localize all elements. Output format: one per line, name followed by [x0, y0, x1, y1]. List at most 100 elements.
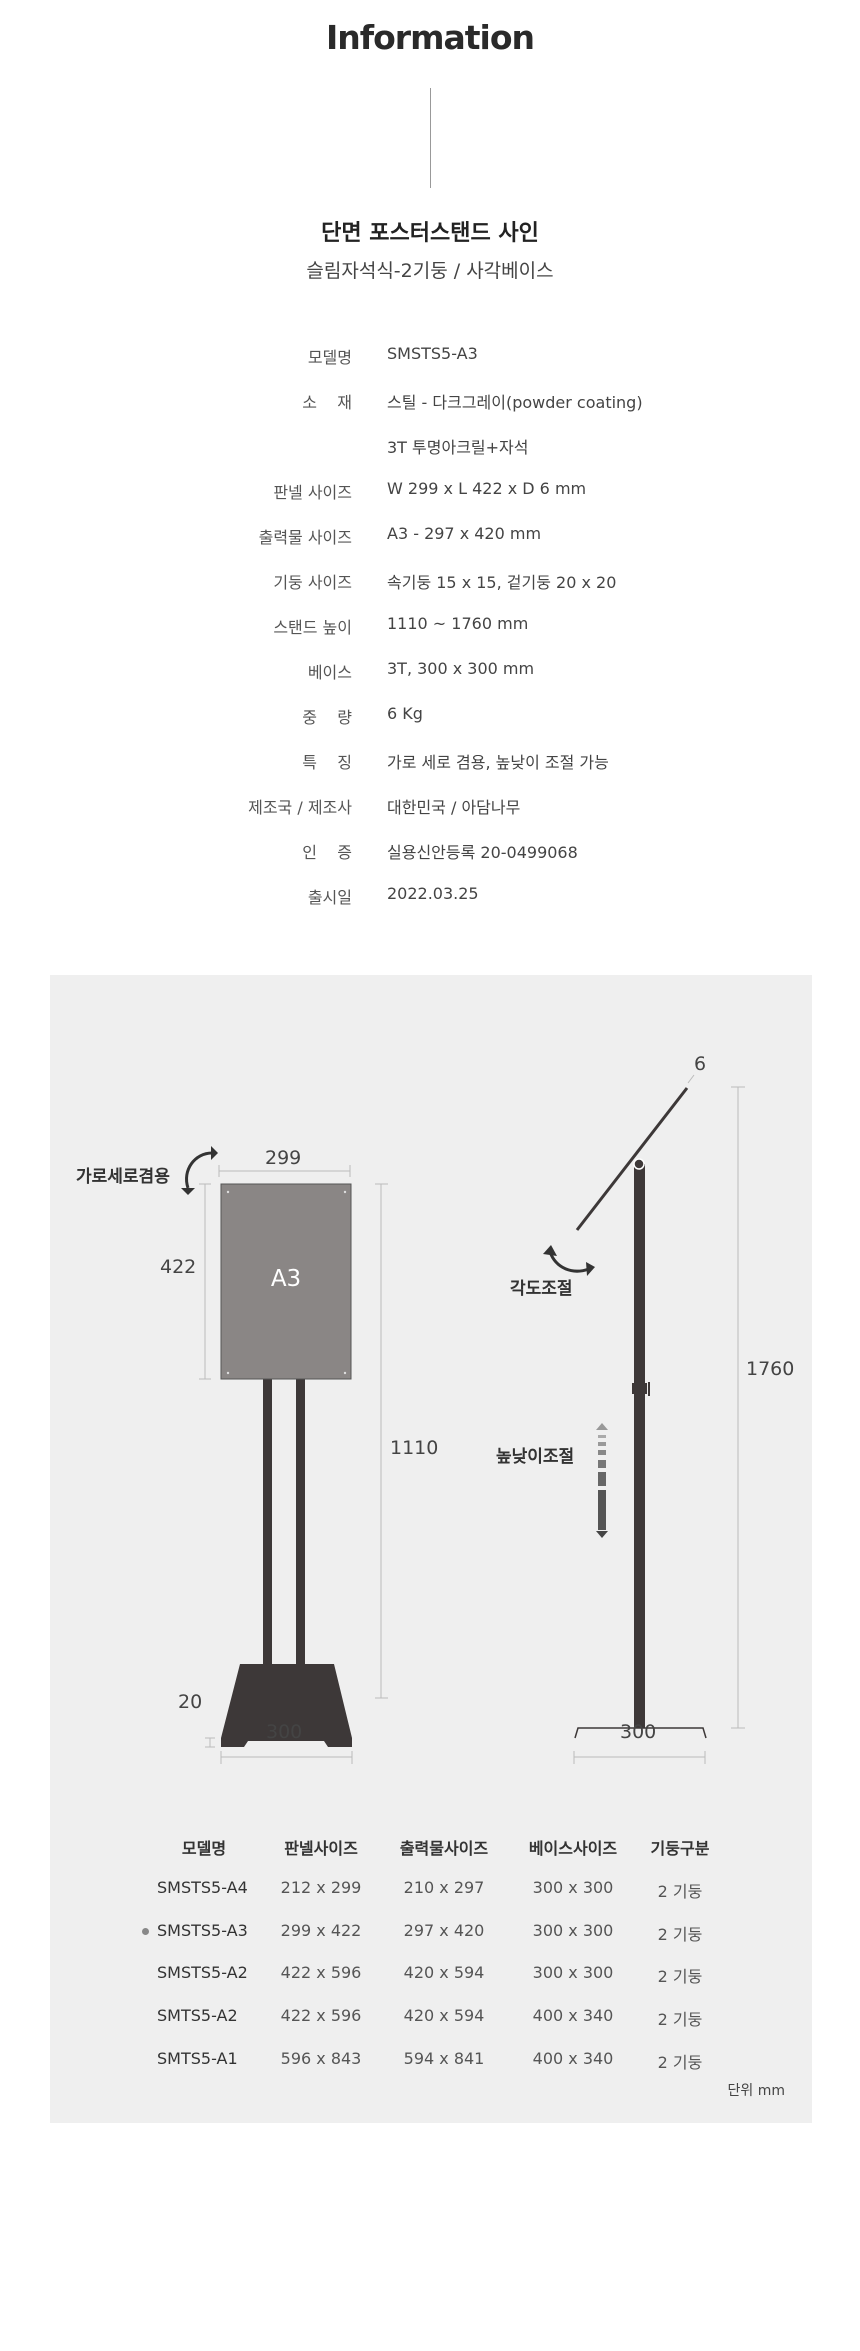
spec-value: A3 - 297 x 420 mm	[387, 524, 542, 543]
spec-label: 모델명	[307, 348, 352, 367]
spec-value: 2022.03.25	[387, 884, 479, 903]
side-base-width-dimension: 300	[620, 1721, 657, 1743]
unit-label: 단위 mm	[727, 2083, 786, 2099]
spec-label: 중 량	[302, 708, 352, 727]
table-cell: 300 x 300	[532, 1878, 614, 1897]
height-adjust-label: 높낮이조절	[496, 1447, 575, 1467]
spec-label: 출력물 사이즈	[258, 528, 352, 547]
height-arrow-icon	[596, 1423, 608, 1538]
poster-panel	[220, 1183, 352, 1380]
diagram-panel	[50, 975, 812, 2123]
table-cell-model: SMSTS5-A3	[157, 1920, 248, 1940]
side-panel	[575, 1087, 689, 1231]
angle-arrow-icon	[548, 1251, 590, 1273]
table-cell: 300 x 300	[532, 1963, 614, 1983]
table-cell: 2 기둥	[657, 2010, 703, 2030]
spec-value: 3T 투명아크릴+자석	[387, 438, 529, 457]
table-cell-model: SMSTS5-A2	[157, 1963, 248, 1983]
side-base	[574, 1727, 707, 1739]
angle-knob	[633, 1158, 645, 1170]
stand-height-dimension: 1110	[390, 1437, 439, 1459]
spec-value: 3T, 300 x 300 mm	[387, 659, 535, 678]
table-header: 출력물사이즈	[399, 1839, 489, 1858]
selected-row-bullet	[142, 1927, 149, 1935]
spec-label: 베이스	[307, 663, 352, 682]
table-cell: 420 x 594	[403, 2006, 485, 2026]
table-cell-model: SMTS5-A1	[157, 2048, 238, 2068]
product-title: 단면 포스터스탠드 사인	[321, 221, 539, 246]
thickness-dimension: 6	[694, 1053, 707, 1075]
table-cell: 212 x 299	[280, 1878, 362, 1897]
spec-row: 스탠드 높이 1110 ~ 1760 mm	[0, 614, 860, 659]
product-subtitle: 슬림자석식-2기둥 / 사각베이스	[306, 260, 554, 282]
spec-row: 판넬 사이즈 W 299 x L 422 x D 6 mm	[0, 479, 860, 524]
front-post-right	[296, 1379, 305, 1669]
spec-row: 제조국 / 제조사 대한민국 / 아담나무	[0, 794, 860, 839]
table-cell: 297 x 420	[403, 1920, 485, 1940]
table-cell: 420 x 594	[403, 1963, 485, 1983]
spec-label: 기둥 사이즈	[273, 573, 352, 592]
table-cell: 400 x 340	[532, 2006, 614, 2026]
spec-label: 출시일	[307, 888, 352, 907]
spec-row: 중 량 6 Kg	[0, 704, 860, 749]
height-clamp-icon	[632, 1383, 647, 1394]
spec-row: 3T 투명아크릴+자석	[0, 434, 860, 479]
section-title: Information	[326, 18, 535, 57]
base-width-dimension: 300	[266, 1721, 303, 1743]
spec-value: 1110 ~ 1760 mm	[387, 614, 529, 633]
table-cell: 210 x 297	[403, 1878, 485, 1897]
angle-adjust-label: 각도조절	[510, 1279, 573, 1299]
spec-row: 출시일 2022.03.25	[0, 884, 860, 929]
width-dimension: 299	[265, 1147, 302, 1169]
side-pole	[634, 1164, 645, 1728]
spec-row: 베이스 3T, 300 x 300 mm	[0, 659, 860, 704]
table-cell: 2 기둥	[657, 1882, 703, 1901]
table-header: 판넬사이즈	[284, 1839, 358, 1858]
spec-value: 속기둥 15 x 15, 겉기둥 20 x 20	[387, 573, 617, 592]
divider-line	[430, 88, 431, 188]
spec-label: 인 증	[302, 843, 352, 862]
spec-row: 특 징 가로 세로 겸용, 높낮이 조절 가능	[0, 749, 860, 794]
rotate-label: 가로세로겸용	[76, 1167, 170, 1187]
spec-value: 실용신안등록 20-0499068	[387, 843, 578, 862]
base-thickness-dimension: 20	[178, 1691, 203, 1713]
spec-label: 특 징	[302, 753, 352, 772]
spec-row: 인 증 실용신안등록 20-0499068	[0, 839, 860, 884]
spec-row: 모델명 SMSTS5-A3	[0, 344, 860, 389]
spec-label: 판넬 사이즈	[273, 483, 352, 502]
table-cell: 299 x 422	[280, 1920, 362, 1940]
spec-label: 제조국 / 제조사	[248, 798, 352, 817]
spec-label: 소 재	[302, 393, 352, 412]
table-header: 기둥구분	[650, 1839, 710, 1858]
table-cell: 2 기둥	[657, 1924, 703, 1944]
table-cell-model: SMSTS5-A4	[157, 1878, 248, 1897]
spec-value: W 299 x L 422 x D 6 mm	[387, 479, 587, 498]
spec-value: 가로 세로 겸용, 높낮이 조절 가능	[387, 753, 609, 772]
table-cell-model: SMTS5-A2	[157, 2006, 238, 2026]
table-cell: 422 x 596	[280, 1963, 362, 1983]
height-dimension: 422	[160, 1256, 197, 1278]
spec-row: 기둥 사이즈 속기둥 15 x 15, 겉기둥 20 x 20	[0, 569, 860, 614]
table-cell: 400 x 340	[532, 2048, 614, 2068]
spec-value: 스틸 - 다크그레이(powder coating)	[387, 393, 643, 412]
table-cell: 2 기둥	[657, 2052, 703, 2072]
spec-value: SMSTS5-A3	[387, 344, 478, 363]
front-base	[221, 1664, 352, 1747]
table-header: 모델명	[181, 1839, 227, 1858]
max-height-dimension: 1760	[746, 1358, 795, 1380]
rotate-arrow-icon	[185, 1151, 213, 1189]
spec-row: 소 재 스틸 - 다크그레이(powder coating)	[0, 389, 860, 434]
table-header: 베이스사이즈	[528, 1839, 618, 1858]
side-stand-illustration	[543, 1074, 745, 1764]
table-cell: 594 x 841	[403, 2048, 485, 2068]
spec-value: 6 Kg	[387, 704, 423, 723]
spec-row: 출력물 사이즈 A3 - 297 x 420 mm	[0, 524, 860, 569]
spec-label: 스탠드 높이	[273, 618, 352, 637]
table-cell: 300 x 300	[532, 1920, 614, 1940]
spec-value: 대한민국 / 아담나무	[387, 798, 521, 817]
table-cell: 596 x 843	[280, 2048, 362, 2068]
front-stand-illustration	[181, 1146, 388, 1764]
table-cell: 2 기둥	[657, 1967, 703, 1987]
